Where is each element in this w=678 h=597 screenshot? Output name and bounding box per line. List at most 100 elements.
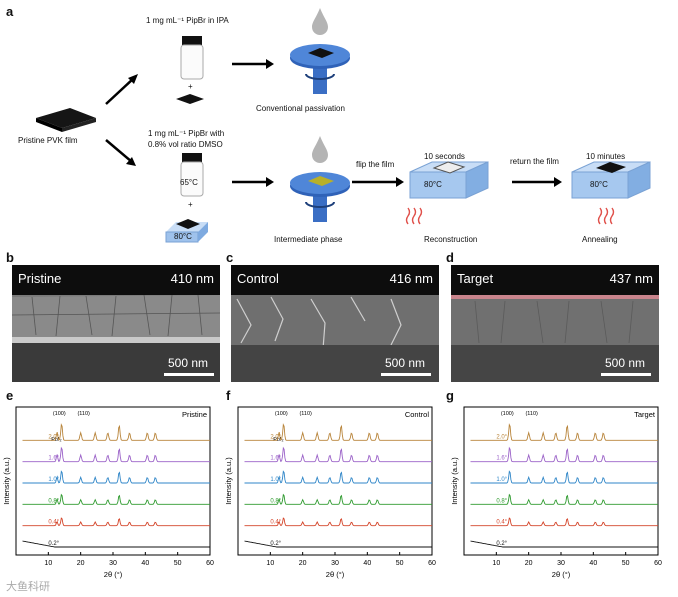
hotplate-reconstruction-icon bbox=[409, 161, 489, 199]
sem-title: Pristine bbox=[18, 271, 62, 286]
vial-top-icon bbox=[180, 36, 204, 80]
peak-label: PbI₂ bbox=[51, 437, 61, 443]
panel-label-c: c bbox=[226, 250, 234, 265]
peak-label: (100) bbox=[501, 411, 514, 417]
top-solution-label: 1 mg mL⁻¹ PipBr in IPA bbox=[146, 16, 229, 25]
x-tick-label: 20 bbox=[77, 560, 85, 567]
spin-coater-bottom-icon bbox=[290, 172, 350, 222]
series-line bbox=[22, 540, 210, 548]
pristine-film-label: Pristine PVK film bbox=[18, 136, 78, 145]
x-tick-label: 40 bbox=[363, 560, 371, 567]
arrow-down-icon bbox=[105, 139, 133, 163]
series-label: 2.0° bbox=[48, 434, 59, 440]
series-label: 2.0° bbox=[496, 434, 507, 440]
hotplate-small-icon bbox=[165, 219, 208, 243]
droplet-icon bbox=[312, 136, 328, 163]
series-label: 0.2° bbox=[496, 541, 507, 547]
series-label: 0.4° bbox=[48, 520, 59, 526]
series-label: 1.6° bbox=[48, 456, 59, 462]
y-axis-label: Intensity (a.u.) bbox=[224, 457, 233, 505]
pristine-film-icon bbox=[36, 108, 96, 128]
reconstruction-label: Reconstruction bbox=[424, 235, 478, 244]
x-tick-label: 20 bbox=[525, 560, 533, 567]
panel-label-e: e bbox=[6, 388, 14, 403]
conventional-label: Conventional passivation bbox=[256, 104, 345, 113]
x-tick-label: 50 bbox=[622, 560, 630, 567]
intermediate-label: Intermediate phase bbox=[274, 235, 343, 244]
plus-bottom: + bbox=[188, 200, 193, 209]
hotplate-annealing-icon bbox=[571, 161, 651, 199]
x-tick-label: 30 bbox=[331, 560, 339, 567]
series-line bbox=[470, 517, 658, 527]
x-tick-label: 10 bbox=[492, 560, 500, 567]
ten-seconds-label: 10 seconds bbox=[424, 152, 465, 161]
x-tick-label: 40 bbox=[589, 560, 597, 567]
y-axis-label: Intensity (a.u.) bbox=[2, 457, 11, 505]
sem-thickness: 437 nm bbox=[609, 271, 653, 286]
series-line bbox=[470, 540, 658, 548]
series-label: 1.0° bbox=[48, 477, 59, 483]
x-tick-label: 30 bbox=[109, 560, 117, 567]
heat-waves-icon bbox=[405, 207, 423, 225]
series-label: 0.2° bbox=[270, 541, 281, 547]
peak-label: (110) bbox=[525, 411, 538, 417]
series-line bbox=[470, 470, 658, 484]
ten-minutes-label: 10 minutes bbox=[586, 152, 626, 161]
series-label: 0.8° bbox=[48, 498, 59, 504]
series-line bbox=[470, 446, 658, 463]
series-line bbox=[22, 493, 210, 505]
x-tick-label: 20 bbox=[299, 560, 307, 567]
vial-bottom-icon bbox=[180, 153, 204, 197]
peak-label: PbI₂ bbox=[273, 437, 283, 443]
peak-label: (100) bbox=[53, 411, 66, 417]
chart-title: Control bbox=[405, 410, 430, 419]
x-axis-label: 2θ (°) bbox=[326, 570, 345, 579]
schematic-diagram bbox=[36, 8, 651, 243]
series-label: 0.4° bbox=[270, 520, 281, 526]
flip-label: flip the film bbox=[356, 160, 395, 169]
series-line bbox=[22, 470, 210, 484]
sem-image-target: Target 437 nm 500 nm bbox=[451, 265, 659, 382]
series-label: 0.2° bbox=[48, 541, 59, 547]
series-line bbox=[22, 446, 210, 463]
heat-waves-icon bbox=[597, 207, 615, 225]
series-label: 0.8° bbox=[496, 498, 507, 504]
x-tick-label: 40 bbox=[141, 560, 149, 567]
spin-coater-top-icon bbox=[290, 44, 350, 94]
peak-label: (110) bbox=[299, 411, 312, 417]
x-tick-label: 60 bbox=[654, 560, 662, 567]
return-label: return the film bbox=[510, 157, 559, 166]
hotplate-temp-small: 80°C bbox=[174, 232, 192, 241]
series-line bbox=[244, 540, 432, 548]
x-tick-label: 10 bbox=[44, 560, 52, 567]
scale-bar bbox=[381, 373, 431, 376]
sem-thickness: 416 nm bbox=[389, 271, 433, 286]
series-label: 1.0° bbox=[270, 477, 281, 483]
bottom-solution-line2: 0.8% vol ratio DMSO bbox=[148, 140, 223, 149]
panel-label-a: a bbox=[6, 4, 14, 19]
sem-title: Control bbox=[237, 271, 279, 286]
hotplate-temp-anneal: 80°C bbox=[590, 180, 608, 189]
sem-title: Target bbox=[457, 271, 494, 286]
hotplate-temp-recon: 80°C bbox=[424, 180, 442, 189]
x-axis-label: 2θ (°) bbox=[104, 570, 123, 579]
x-tick-label: 60 bbox=[428, 560, 436, 567]
series-label: 1.0° bbox=[496, 477, 507, 483]
series-label: 0.8° bbox=[270, 498, 281, 504]
chart-title: Target bbox=[634, 410, 656, 419]
sem-image-control: Control 416 nm 500 nm bbox=[231, 265, 439, 382]
plot-frame bbox=[15, 406, 211, 556]
series-label: 0.4° bbox=[496, 520, 507, 526]
panel-label-f: f bbox=[226, 388, 231, 403]
chart-title: Pristine bbox=[182, 410, 207, 419]
watermark: 大鱼科研 bbox=[6, 581, 50, 593]
sem-thickness: 410 nm bbox=[170, 271, 214, 286]
panel-label-g: g bbox=[446, 388, 454, 403]
series-label: 1.6° bbox=[270, 456, 281, 462]
film-small-top-icon bbox=[176, 94, 204, 104]
series-line bbox=[470, 423, 658, 441]
series-line bbox=[470, 493, 658, 505]
